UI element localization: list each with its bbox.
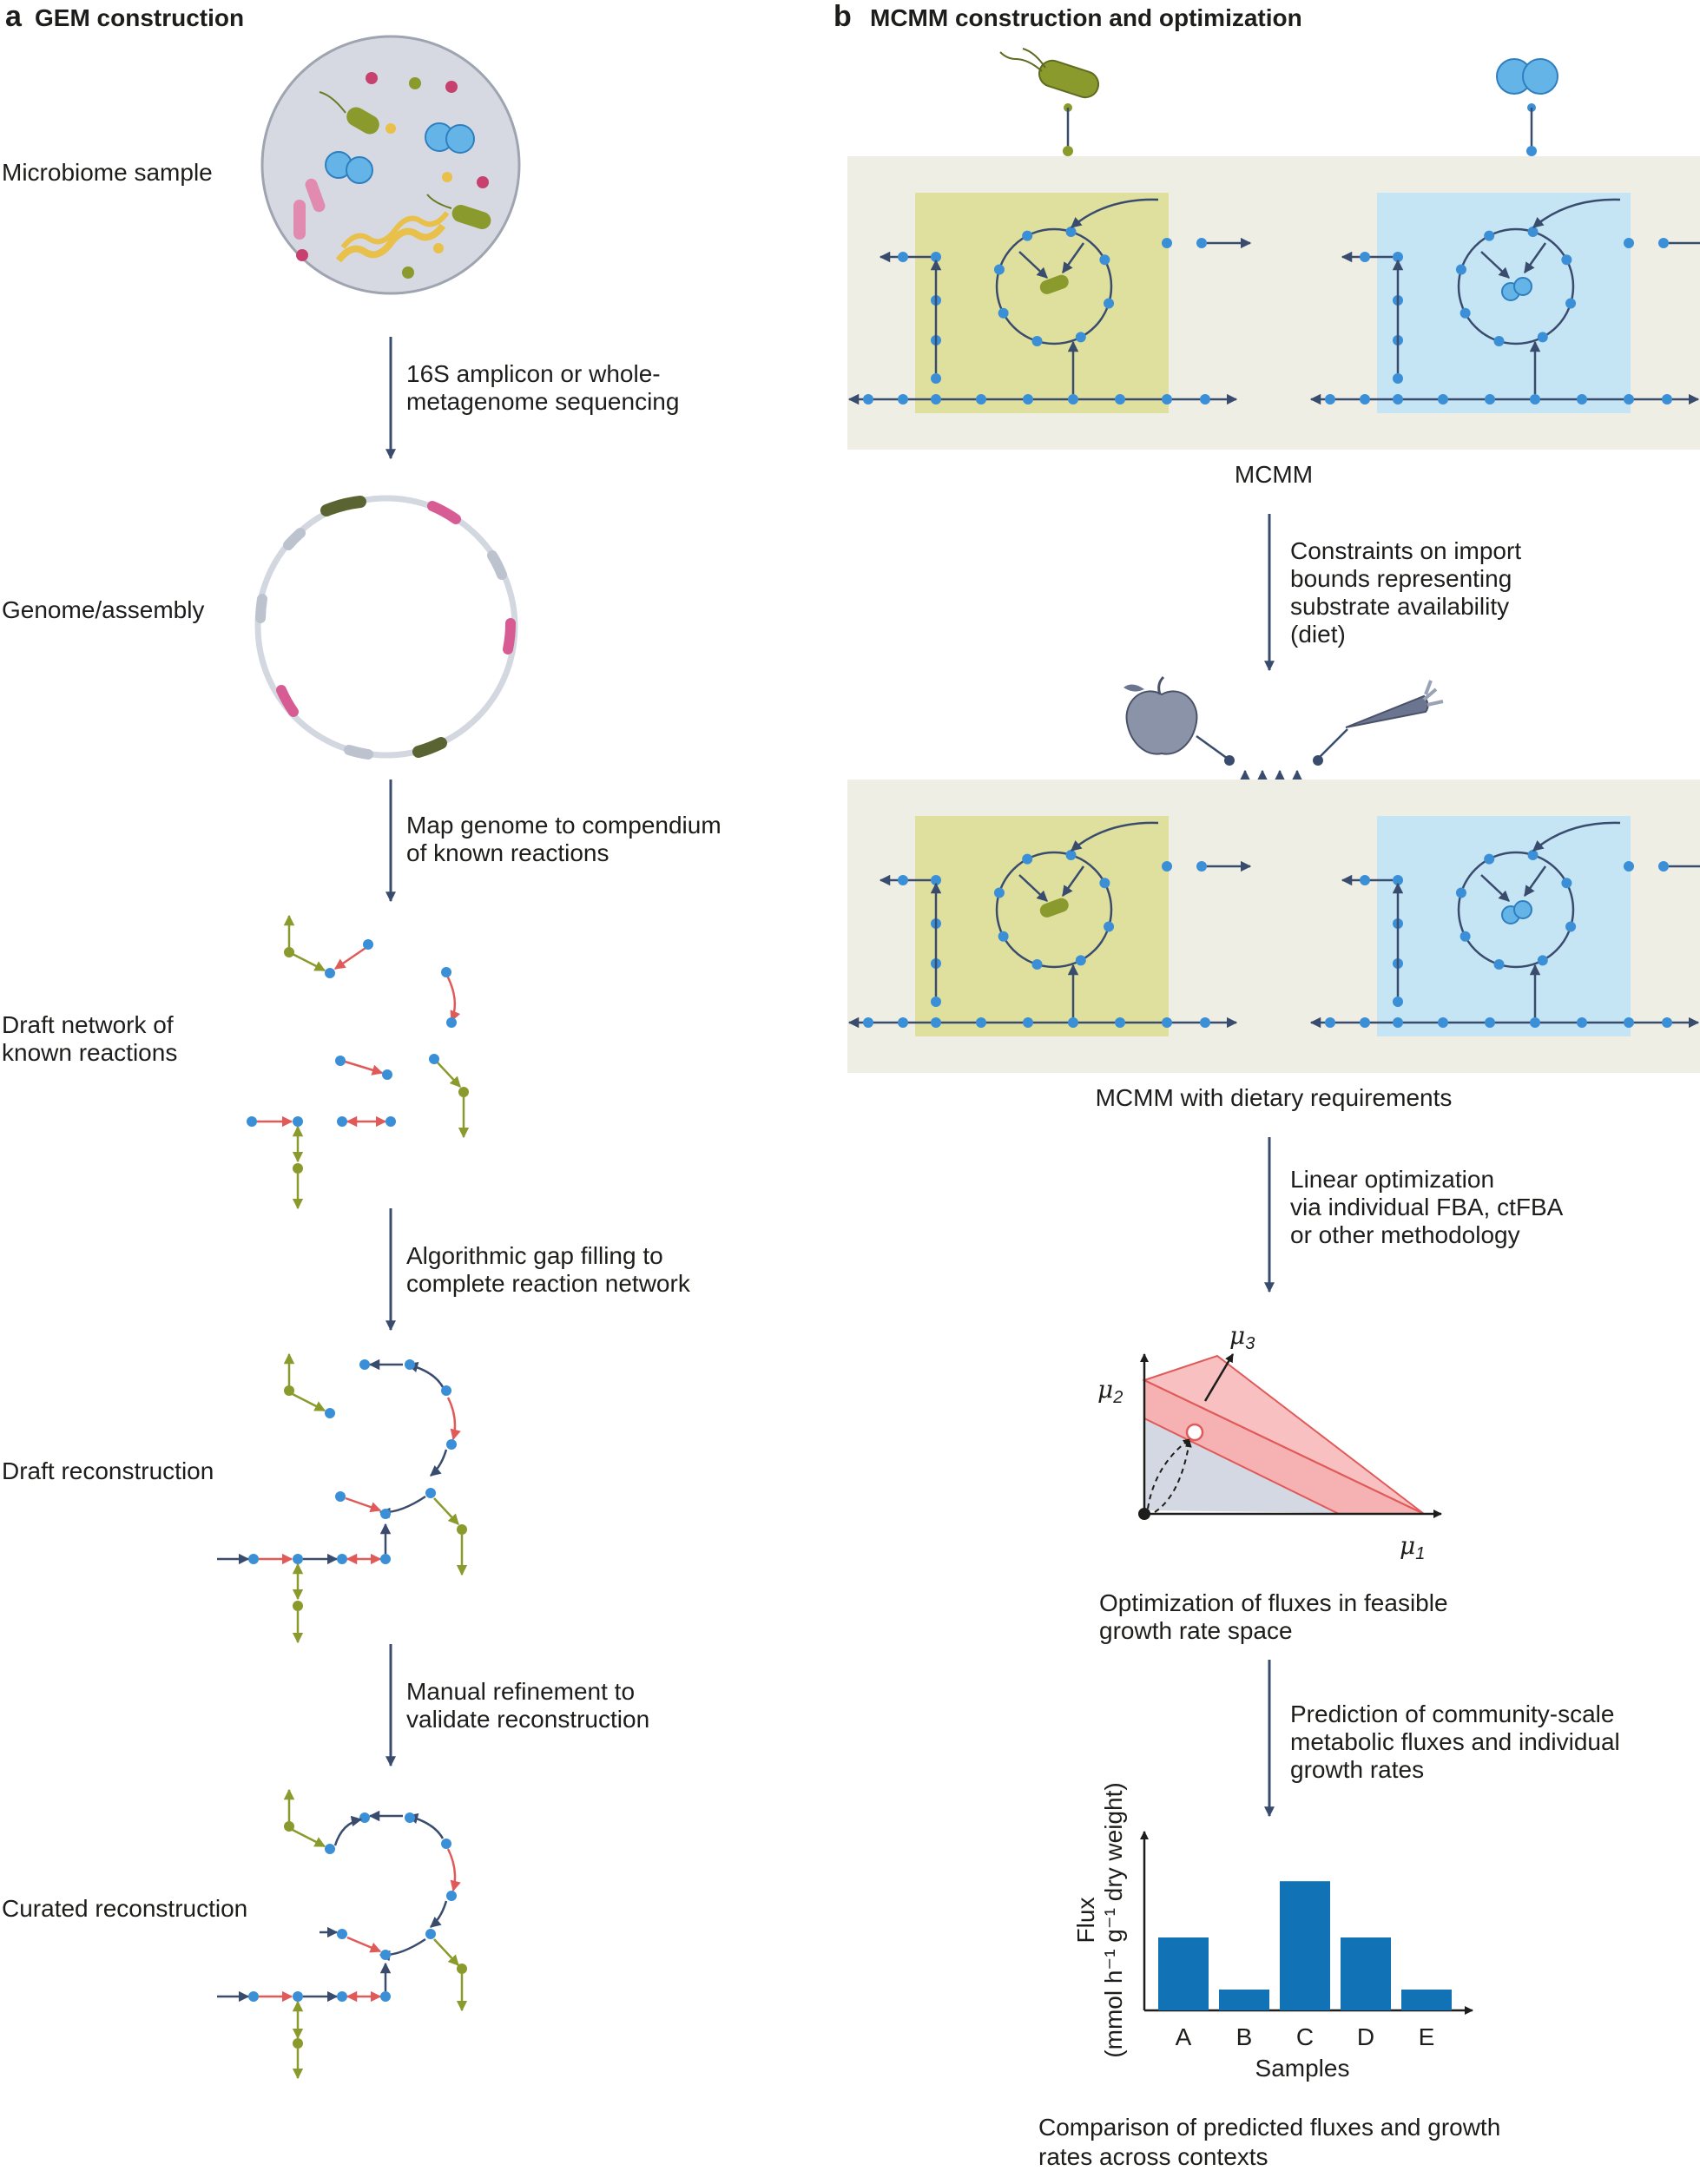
growth-caption-line2: growth rate space: [1099, 1617, 1293, 1644]
diet-step-line1: Constraints on import: [1290, 537, 1521, 564]
tick-label-E: E: [1419, 2023, 1435, 2050]
chart-y-label-line1: Flux: [1072, 1898, 1099, 1944]
curated-reconstruction-diagram: [217, 1788, 468, 2080]
rod-bacterium-icon: [999, 48, 1100, 156]
tick-label-B: B: [1236, 2023, 1253, 2050]
step-3-line1: Algorithmic gap filling to: [406, 1242, 663, 1269]
opt-step-line3: or other methodology: [1290, 1221, 1520, 1248]
pred-step-line2: metabolic fluxes and individual: [1290, 1728, 1620, 1755]
mu3-label: μ3: [1229, 1321, 1255, 1353]
apple-icon: [1123, 675, 1235, 766]
panel-a-letter: a: [5, 0, 23, 33]
mcmm-network-diagram: [847, 156, 1700, 450]
genome-ring-icon: [254, 495, 518, 760]
opt-step-line2: via individual FBA, ctFBA: [1290, 1194, 1564, 1220]
pred-step-line1: Prediction of community-scale: [1290, 1700, 1614, 1727]
panel-b: b MCMM construction and optimization MCM…: [834, 0, 1700, 2170]
stage-draft-network-line1: Draft network of: [2, 1011, 174, 1038]
bar-C: [1280, 1881, 1330, 2010]
stage-curated-reconstruction: Curated reconstruction: [2, 1895, 247, 1922]
draft-reconstruction-diagram: [217, 1352, 468, 1644]
final-caption-line1: Comparison of predicted fluxes and growt…: [1038, 2114, 1500, 2141]
carrot-icon: [1313, 680, 1444, 766]
bar-A: [1158, 1937, 1209, 2010]
step-3-line2: complete reaction network: [406, 1270, 691, 1297]
bar-E: [1401, 1990, 1452, 2010]
stage-draft-reconstruction: Draft reconstruction: [2, 1457, 214, 1484]
stage-genome-assembly: Genome/assembly: [2, 596, 204, 623]
tick-label-D: D: [1357, 2023, 1374, 2050]
final-caption-line2: rates across contexts: [1038, 2143, 1268, 2170]
step-4-line2: validate reconstruction: [406, 1706, 649, 1733]
panel-b-letter: b: [834, 0, 852, 33]
tick-label-C: C: [1296, 2023, 1314, 2050]
opt-step-line1: Linear optimization: [1290, 1166, 1494, 1193]
diet-step-line2: bounds representing: [1290, 565, 1512, 592]
diet-step-line4: (diet): [1290, 621, 1346, 648]
bar-B: [1219, 1990, 1269, 2010]
mcmm-diet-label: MCMM with dietary requirements: [1096, 1084, 1453, 1111]
mcmm-label: MCMM: [1235, 461, 1313, 488]
chart-x-label: Samples: [1255, 2055, 1350, 2082]
step-1-line1: 16S amplicon or whole-: [406, 360, 661, 387]
step-2-line2: of known reactions: [406, 839, 609, 866]
bar-D: [1341, 1937, 1391, 2010]
mu1-label: μ1: [1400, 1531, 1425, 1563]
coccus-bacterium-icon: [1496, 58, 1558, 156]
growth-caption-line1: Optimization of fluxes in feasible: [1099, 1589, 1448, 1616]
step-4-line1: Manual refinement to: [406, 1678, 635, 1705]
panel-b-title: MCMM construction and optimization: [870, 4, 1302, 31]
step-2-line1: Map genome to compendium: [406, 812, 722, 839]
flux-bar-chart: A B C D E Samples Flux (mmol h⁻¹ g⁻¹ dry wei…: [1072, 1782, 1473, 2082]
diet-step-line3: substrate availability: [1290, 593, 1509, 620]
panel-a: a GEM construction Microbiome sample Gen…: [2, 0, 722, 2080]
stage-microbiome-sample: Microbiome sample: [2, 159, 213, 186]
microbiome-dish-icon: [260, 35, 521, 295]
tick-label-A: A: [1176, 2023, 1192, 2050]
panel-a-title: GEM construction: [35, 4, 244, 31]
growth-rate-space-diagram: μ2 μ1 μ3: [1097, 1321, 1442, 1563]
stage-draft-network-line2: known reactions: [2, 1039, 177, 1066]
mu2-label: μ2: [1097, 1375, 1123, 1407]
draft-network-diagram: [247, 914, 470, 1210]
chart-y-label-line2: (mmol h⁻¹ g⁻¹ dry weight): [1100, 1782, 1127, 2057]
step-1-line2: metagenome sequencing: [406, 388, 679, 415]
mcmm-diet-network-diagram: [847, 780, 1700, 1073]
pred-step-line3: growth rates: [1290, 1756, 1424, 1783]
